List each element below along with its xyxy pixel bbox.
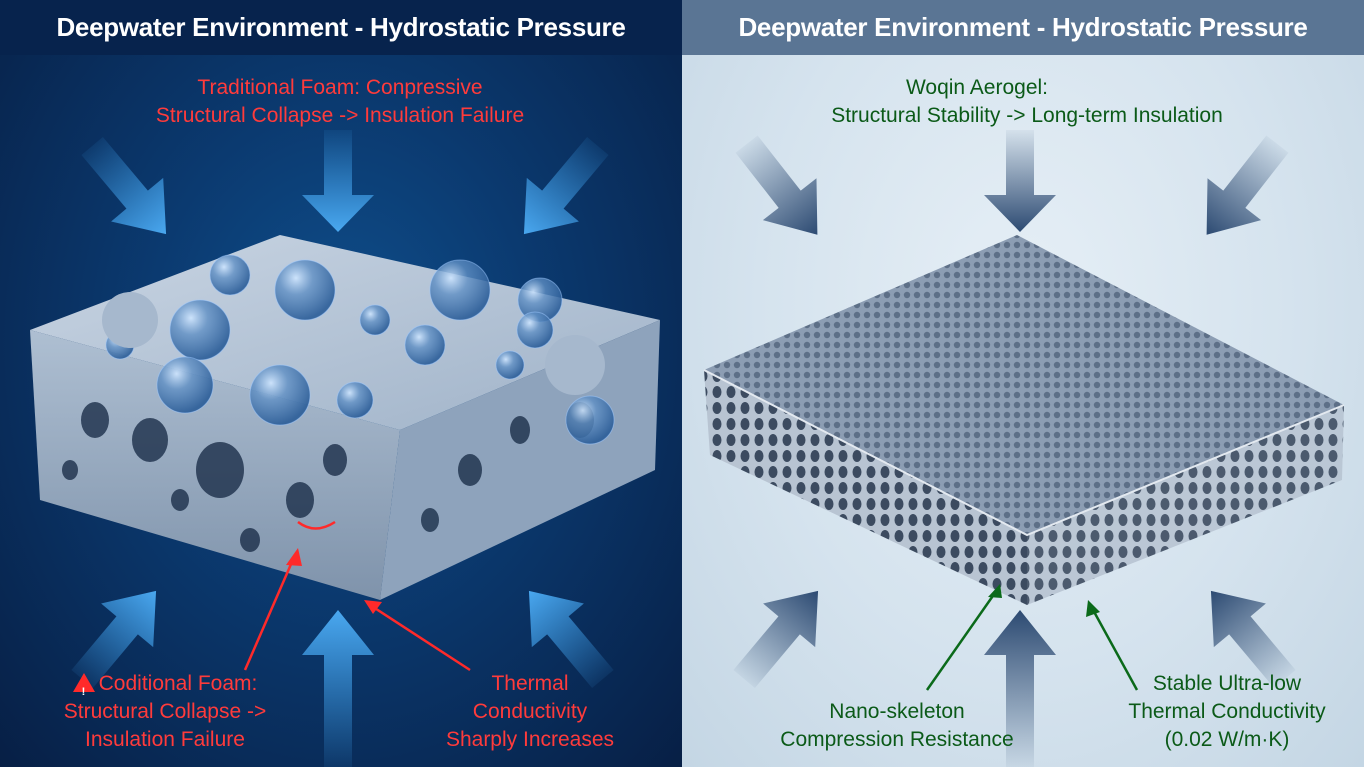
collapse-annotation (243, 520, 471, 672)
left-bottom-left-line1: Coditional Foam: (98, 672, 258, 695)
right-top-caption: Woqin Aerogel: Structural Stability -> L… (782, 74, 1272, 130)
right-panel-title: Deepwater Environment - Hydrostatic Pres… (682, 0, 1364, 55)
left-illustration (30, 130, 660, 767)
left-bottom-right-line1: Thermal (491, 672, 569, 695)
left-bottom-left-line3: Insulation Failure (85, 728, 245, 751)
porous-foam-slab (30, 235, 660, 600)
warning-icon: ! (72, 673, 95, 698)
right-bottom-left-line1: Nano-skeleton (829, 700, 965, 723)
left-top-caption-line1: Traditional Foam: Conpressive (197, 76, 483, 99)
aerogel-nano-skeleton-slab (703, 235, 1345, 605)
traditional-foam-panel: Deepwater Environment - Hydrostatic Pres… (0, 0, 682, 767)
right-illustration (703, 130, 1345, 767)
right-bottom-right-caption: Stable Ultra-low Thermal Conductivity (0… (1102, 670, 1352, 754)
right-bottom-left-line2: Compression Resistance (780, 728, 1014, 751)
right-bottom-right-line1: Stable Ultra-low (1152, 672, 1302, 695)
left-bottom-left-caption: !Coditional Foam: Structural Collapse ->… (30, 670, 300, 754)
right-bottom-left-caption: Nano-skeleton Compression Resistance (772, 698, 1022, 754)
right-bottom-right-line3: (0.02 W/m·K) (1164, 728, 1290, 751)
left-bottom-right-caption: Thermal Conductivity Sharply Increases (410, 670, 650, 754)
left-top-caption-line2: Structural Collapse -> Insulation Failur… (155, 104, 525, 127)
aerogel-panel: Deepwater Environment - Hydrostatic Pres… (682, 0, 1364, 767)
left-top-caption: Traditional Foam: Conpressive Structural… (100, 74, 580, 130)
right-top-caption-line1: Woqin Aerogel: (905, 76, 1049, 99)
left-bottom-right-line2: Conductivity (472, 700, 588, 723)
left-bottom-right-line3: Sharply Increases (445, 728, 615, 751)
left-bottom-left-line2: Structural Collapse -> (63, 700, 267, 723)
pressure-arrows (81, 130, 609, 235)
feature-annotation (925, 589, 1139, 691)
right-bottom-right-line2: Thermal Conductivity (1128, 700, 1326, 723)
left-panel-title: Deepwater Environment - Hydrostatic Pres… (0, 0, 682, 55)
pressure-arrows (735, 130, 1289, 235)
right-top-caption-line2: Structural Stability -> Long-term Insula… (831, 104, 1223, 127)
